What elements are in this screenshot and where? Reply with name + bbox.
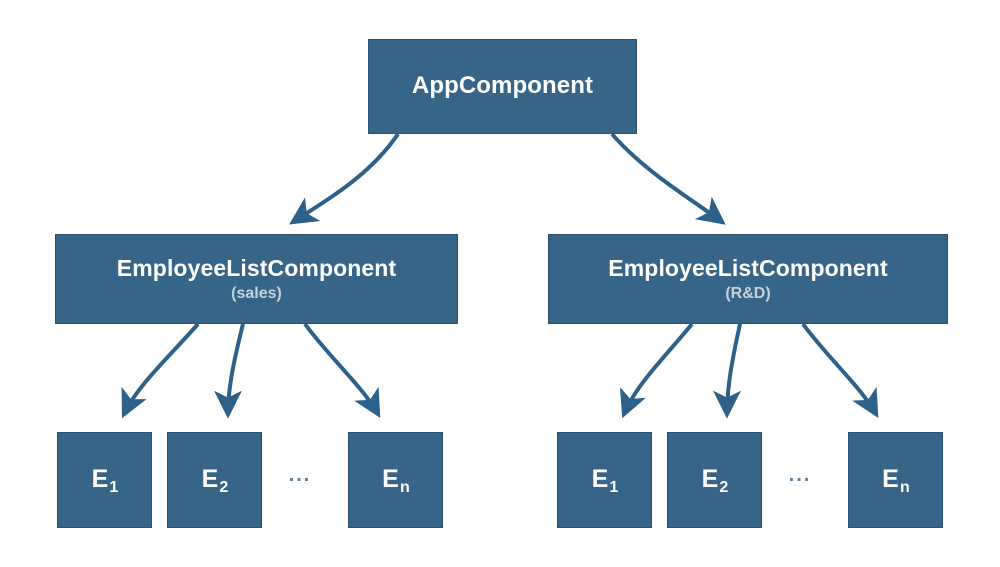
employee-subscript: n	[899, 479, 910, 497]
edge-sales-to-e2	[214, 323, 245, 419]
edge-app-to-rnd	[610, 132, 726, 225]
employee-base: E	[91, 465, 109, 494]
node-employee-list-rnd-label: EmployeeListComponent	[608, 254, 888, 281]
employee-subscript: n	[399, 479, 410, 497]
node-employee-list-sales-label: EmployeeListComponent	[116, 254, 397, 281]
ellipsis-right: ...	[788, 464, 812, 486]
employee-base: E	[201, 465, 219, 494]
edge-rnd-to-e1	[619, 322, 694, 419]
node-employee-list-rnd-sublabel: (R&D)	[725, 284, 771, 302]
edge-rnd-to-e2	[713, 323, 742, 419]
employee-base: E	[382, 465, 399, 494]
edge-app-to-sales	[289, 132, 400, 225]
employee-subscript: 1	[109, 479, 119, 497]
employee-base: E	[701, 465, 719, 494]
node-employee-list-sales[interactable]: EmployeeListComponent (sales)	[55, 234, 458, 324]
edge-sales-to-e1	[121, 322, 200, 419]
employee-subscript: 1	[609, 479, 619, 497]
employee-subscript: 2	[219, 479, 229, 497]
node-employee-list-sales-sublabel: (sales)	[231, 284, 282, 302]
node-app-component-label: AppComponent	[411, 72, 594, 100]
ellipsis-left: ...	[288, 464, 312, 486]
employee-subscript: 2	[719, 479, 729, 497]
edge-rnd-to-en	[801, 322, 879, 419]
employee-base: E	[591, 465, 609, 494]
edge-sales-to-en	[303, 322, 381, 419]
node-app-component[interactable]: AppComponent	[368, 39, 637, 134]
node-employee-list-rnd[interactable]: EmployeeListComponent (R&D)	[548, 234, 948, 324]
employee-base: E	[882, 465, 899, 494]
